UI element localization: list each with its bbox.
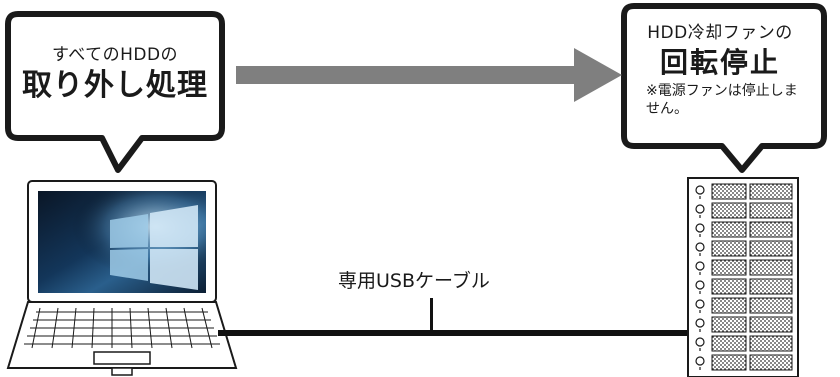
- hdd-bay: [695, 335, 793, 352]
- hdd-bay: [695, 278, 793, 295]
- hdd-bay: [695, 354, 793, 371]
- right-bubble-text: HDD冷却ファンの 回転停止 ※電源ファンは停止しま せん。: [630, 22, 810, 118]
- right-bubble-note-line2: せん。: [646, 101, 688, 117]
- touchpad: [93, 351, 151, 365]
- power-button-icon: [695, 318, 705, 328]
- power-button-icon: [695, 356, 705, 366]
- hdd-bay: [695, 240, 793, 257]
- power-button-icon: [695, 299, 705, 309]
- hdd-bay: [695, 221, 793, 238]
- left-bubble-line1: すべてのHDDの: [51, 45, 179, 65]
- left-bubble-text: すべてのHDDの 取り外し処理: [10, 44, 220, 106]
- hdd-bay: [695, 202, 793, 219]
- cable-label: 専用USBケーブル: [338, 270, 490, 292]
- power-button-icon: [695, 223, 705, 233]
- power-button-icon: [695, 185, 705, 195]
- usb-cable: [218, 298, 690, 336]
- hdd-bay: [695, 259, 793, 276]
- hdd-bay: [695, 297, 793, 314]
- power-button-icon: [695, 280, 705, 290]
- power-button-icon: [695, 204, 705, 214]
- left-bubble-title: 取り外し処理: [22, 68, 208, 103]
- arrow-icon: [236, 48, 622, 102]
- hdd-enclosure-icon: [687, 177, 799, 377]
- hdd-bay: [695, 183, 793, 200]
- hdd-bay: [695, 316, 793, 333]
- power-button-icon: [695, 261, 705, 271]
- right-bubble-line1: HDD冷却ファンの: [647, 23, 793, 43]
- left-speech-bubble: [5, 11, 225, 173]
- right-speech-bubble: [621, 3, 827, 173]
- right-bubble-title: 回転停止: [659, 46, 780, 79]
- power-button-icon: [695, 242, 705, 252]
- right-bubble-note-line1: ※電源ファンは停止しま: [646, 83, 798, 99]
- laptop-icon: [6, 180, 238, 376]
- power-button-icon: [695, 337, 705, 347]
